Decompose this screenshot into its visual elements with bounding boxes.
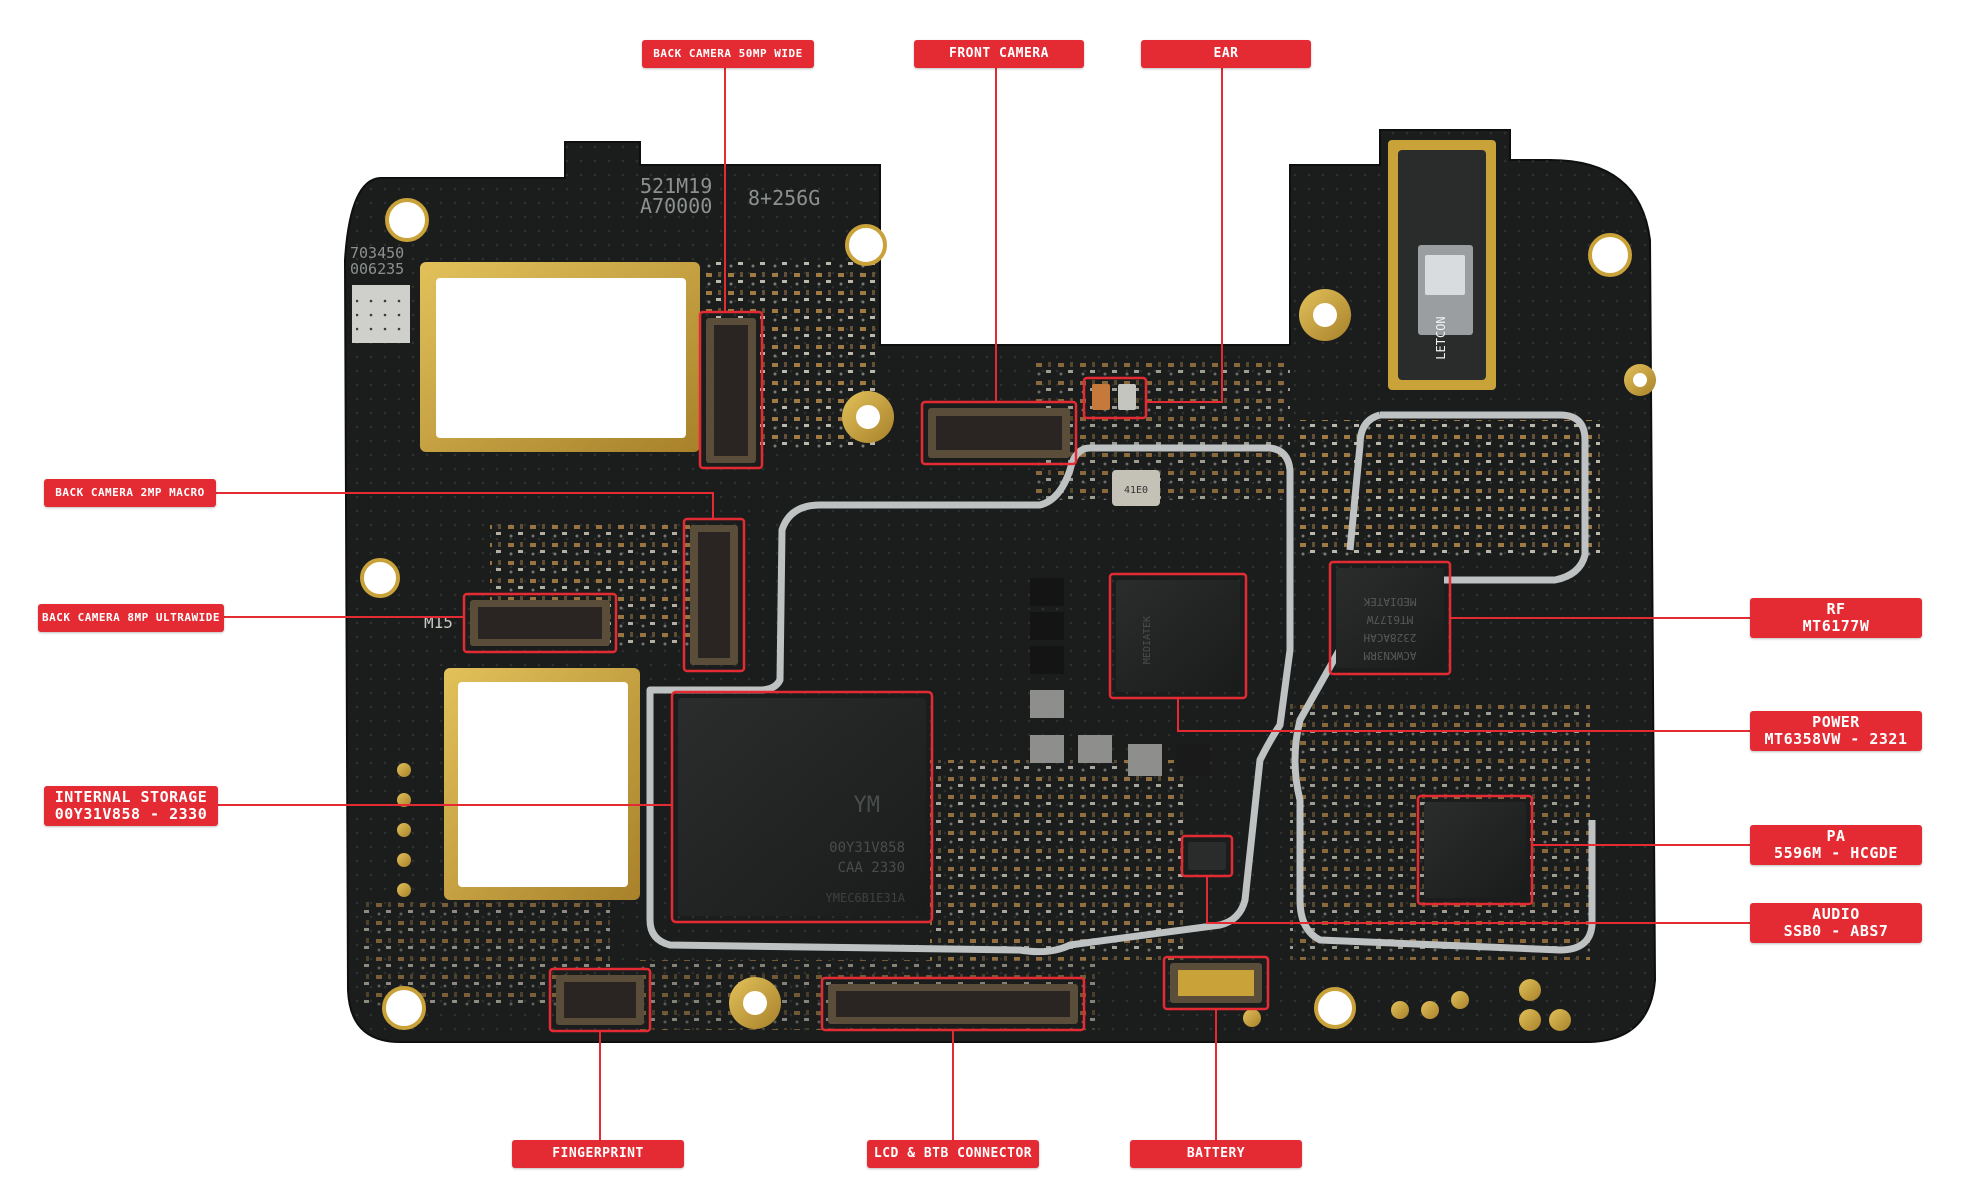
label-ear-text: EAR	[1213, 45, 1239, 61]
storage-chip-line3: YMEC6B1E31A	[826, 891, 906, 905]
rf-chip-line3: 2328ACAH	[1364, 631, 1417, 644]
label-rf-part: MT6177W	[1802, 617, 1870, 635]
rf-chip-line4: ACWKN3RM	[1363, 649, 1416, 662]
silkscreen: 521M19 A70000 8+256G 703450 006235 M15	[350, 174, 820, 632]
label-back-camera-50mp-wide: BACK CAMERA 50MP WIDE	[642, 40, 814, 68]
label-audio-title: AUDIO	[1812, 904, 1860, 923]
mounting-holes	[360, 198, 1656, 1030]
qr-code	[352, 285, 410, 343]
label-battery: BATTERY	[1130, 1140, 1302, 1168]
label-pa: PA 5596M - HCGDE	[1750, 825, 1922, 865]
label-battery-text: BATTERY	[1186, 1145, 1246, 1161]
silk-serial-1: 703450	[350, 244, 404, 262]
label-front-camera: FRONT CAMERA	[914, 40, 1084, 68]
label-power: POWER MT6358VW - 2321	[1750, 711, 1922, 751]
test-pads	[397, 763, 1571, 1031]
crystal-text: 41E0	[1124, 485, 1148, 496]
label-back-camera-2mp-macro: BACK CAMERA 2MP MACRO	[44, 479, 216, 507]
label-internal-storage-part: 00Y31V858 - 2330	[54, 805, 208, 823]
rf-chip-line1: MEDIATEK	[1363, 595, 1416, 608]
rf-chip-line2: MT6177W	[1366, 613, 1413, 626]
label-back-camera-50mp-wide-text: BACK CAMERA 50MP WIDE	[653, 46, 803, 60]
label-power-title: POWER	[1812, 712, 1860, 731]
silk-serial-2: 006235	[350, 260, 404, 278]
highlight-boxes	[462, 310, 1534, 1033]
label-fingerprint-text: FINGERPRINT	[552, 1145, 644, 1161]
label-front-camera-text: FRONT CAMERA	[949, 45, 1049, 61]
leader-lines	[216, 66, 1750, 1140]
label-rf-title: RF	[1826, 599, 1846, 618]
storage-chip-logo: YM	[854, 793, 881, 818]
label-lcd-btb-connector-text: LCD & BTB CONNECTOR	[873, 1145, 1033, 1161]
chips: YM 00Y31V858 CAA 2330 YMEC6B1E31A MEDIAT…	[678, 384, 1526, 916]
label-ear: EAR	[1141, 40, 1311, 68]
silk-model: 521M19	[640, 174, 712, 198]
label-power-part: MT6358VW - 2321	[1764, 730, 1908, 748]
label-pa-title: PA	[1826, 826, 1846, 845]
shield-frame	[646, 411, 1596, 956]
label-internal-storage-title: INTERNAL STORAGE	[54, 787, 208, 806]
label-rf: RF MT6177W	[1750, 598, 1922, 638]
label-back-camera-8mp-ultrawide: BACK CAMERA 8MP ULTRAWIDE	[38, 604, 224, 632]
label-fingerprint: FINGERPRINT	[512, 1140, 684, 1168]
jack-brand: LETCON	[1434, 316, 1448, 359]
label-back-camera-8mp-ultrawide-text: BACK CAMERA 8MP ULTRAWIDE	[41, 610, 221, 624]
power-chip-text: MEDIATEK	[1142, 616, 1153, 664]
silk-sub: A70000	[640, 194, 712, 218]
label-pa-part: 5596M - HCGDE	[1774, 844, 1898, 862]
storage-chip-line1: 00Y31V858	[829, 840, 905, 856]
label-audio-part: SSB0 - ABS7	[1783, 922, 1889, 940]
connectors	[470, 318, 1262, 1025]
label-audio: AUDIO SSB0 - ABS7	[1750, 903, 1922, 943]
audio-jack: LETCON	[1388, 140, 1496, 390]
silk-m15: M15	[424, 613, 453, 632]
label-back-camera-2mp-macro-text: BACK CAMERA 2MP MACRO	[55, 485, 205, 499]
camera-windows	[420, 262, 700, 900]
silk-mem: 8+256G	[748, 186, 820, 210]
label-internal-storage: INTERNAL STORAGE 00Y31V858 - 2330	[44, 786, 218, 826]
label-lcd-btb-connector: LCD & BTB CONNECTOR	[867, 1140, 1039, 1168]
storage-chip-line2: CAA 2330	[838, 860, 905, 876]
